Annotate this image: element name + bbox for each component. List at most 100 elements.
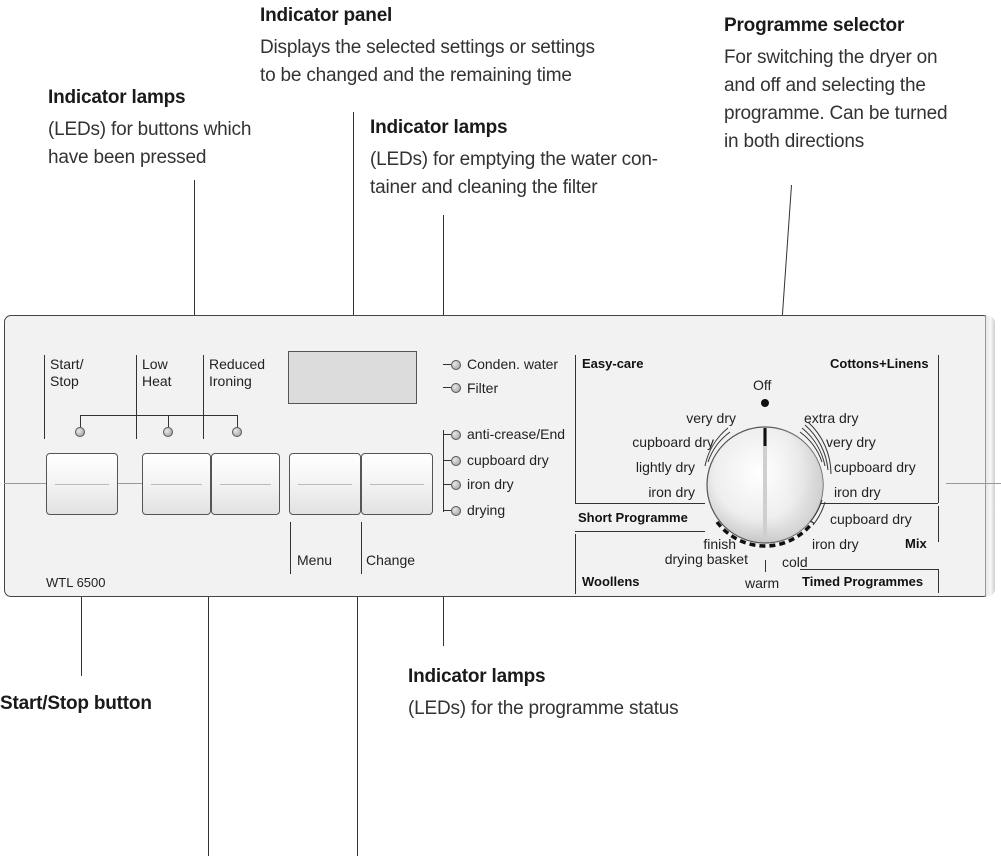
woollens-option-finish: finish <box>703 536 736 552</box>
status-led-tick-4 <box>443 510 451 511</box>
right-option-iron-dry: iron dry <box>834 484 881 500</box>
timed-option-cold: cold <box>782 554 808 570</box>
anti-crease-end-label: anti-crease/End <box>467 426 566 442</box>
menu-button[interactable] <box>289 453 361 515</box>
indicator-lamps-water-title: Indicator lamps <box>370 117 508 138</box>
leader-line-lamps-buttons <box>194 180 195 388</box>
status-led-tick-2 <box>443 460 451 461</box>
programme-selector-description-4: in both directions <box>724 131 865 152</box>
filter-label: Filter <box>467 380 499 396</box>
filter-led <box>451 383 461 393</box>
separator-menu <box>290 522 291 574</box>
conden-water-label: Conden. water <box>467 356 559 372</box>
button-rail-left <box>4 483 46 484</box>
iron-dry-led <box>451 480 461 490</box>
right-option-cupboard-dry: cupboard dry <box>834 459 916 475</box>
mix-option-cupboard-dry: cupboard dry <box>830 511 912 527</box>
low-heat-label-1: Low <box>142 356 168 372</box>
right-option-very-dry: very dry <box>826 434 876 450</box>
start-stop-label-2: Stop <box>50 373 79 389</box>
drying-led <box>451 506 461 516</box>
selector-right-divider <box>815 503 938 504</box>
indicator-lamps-buttons-description-2: have been pressed <box>48 147 207 168</box>
start-stop-button[interactable] <box>46 453 118 515</box>
indicator-lamps-water-description-2: tainer and cleaning the filter <box>370 177 598 198</box>
short-programme-label: Short Programme <box>578 510 688 525</box>
low-heat-button[interactable] <box>142 453 211 515</box>
mix-option-iron-dry: iron dry <box>812 536 859 552</box>
status-led-bracket <box>443 430 444 512</box>
warm-tick <box>765 560 766 572</box>
indicator-lamps-buttons-description-1: (LEDs) for buttons which <box>48 119 252 140</box>
selector-right-border-top <box>938 355 939 503</box>
indicator-lamps-water-description-1: (LEDs) for emptying the water con- <box>370 149 658 170</box>
drying-label: drying <box>467 502 506 518</box>
reduced-ironing-led <box>232 427 242 437</box>
separator-low-heat <box>136 355 137 439</box>
start-stop-led <box>75 427 85 437</box>
menu-label: Menu <box>297 552 333 568</box>
woollens-option-drying-basket: drying basket <box>664 551 748 567</box>
separator-reduced-ironing <box>203 355 204 439</box>
led-connector-bar <box>80 415 237 416</box>
model-number: WTL 6500 <box>46 575 106 590</box>
button-rail-right <box>946 483 1001 484</box>
status-led-tick-1 <box>443 434 451 435</box>
right-option-extra-dry: extra dry <box>804 410 859 426</box>
low-heat-label-2: Heat <box>142 373 172 389</box>
selector-right-border-bottom <box>938 506 939 542</box>
left-option-iron-dry: iron dry <box>648 484 695 500</box>
selector-left-divider <box>575 503 705 504</box>
indicator-panel-description-1: Displays the selected settings or settin… <box>260 37 595 58</box>
led-drop-2 <box>168 415 169 427</box>
indicator-panel-title: Indicator panel <box>260 5 393 26</box>
panel-edge <box>985 316 995 596</box>
off-indicator-dot <box>761 399 769 407</box>
leader-line-low-heat-ironing-buttons <box>208 518 209 856</box>
reduced-ironing-label-2: Ironing <box>209 373 252 389</box>
timed-option-warm: warm <box>745 575 780 591</box>
woollens-label: Woollens <box>582 574 640 589</box>
leader-line-menu-change-buttons <box>357 518 358 856</box>
status-led-tick-3 <box>443 484 451 485</box>
timed-programmes-overline <box>800 569 938 570</box>
reduced-ironing-label-1: Reduced <box>209 356 266 372</box>
change-label: Change <box>366 552 416 568</box>
leader-line-indicator-panel <box>353 112 354 350</box>
indicator-panel-description-2: to be changed and the remaining time <box>260 65 572 86</box>
start-stop-button-title: Start/Stop button <box>0 693 152 714</box>
timed-programmes-label: Timed Programmes <box>802 574 924 589</box>
selector-left-border-bottom <box>575 534 576 594</box>
conden-water-led <box>451 360 461 370</box>
left-option-cupboard-dry: cupboard dry <box>632 434 714 450</box>
anti-crease-end-led <box>451 430 461 440</box>
selector-right-border-timed <box>938 569 939 593</box>
programme-selector-description-2: and off and selecting the <box>724 75 926 96</box>
led-drop-1 <box>80 415 81 427</box>
start-stop-label-1: Start/ <box>50 356 84 372</box>
left-option-very-dry: very dry <box>686 410 736 426</box>
indicator-lamps-buttons-title: Indicator lamps <box>48 87 186 108</box>
left-option-lightly-dry: lightly dry <box>635 459 695 475</box>
button-rail-mid <box>118 483 142 484</box>
change-button[interactable] <box>361 453 433 515</box>
iron-dry-status-label: iron dry <box>467 476 514 492</box>
easy-care-label: Easy-care <box>582 356 644 371</box>
low-heat-led <box>163 427 173 437</box>
programme-selector-dial[interactable] <box>690 410 840 560</box>
separator-start-stop <box>44 355 45 439</box>
off-label: Off <box>753 377 772 393</box>
cupboard-dry-led <box>451 456 461 466</box>
reduced-ironing-button[interactable] <box>211 453 280 515</box>
led-drop-3 <box>237 415 238 427</box>
programme-selector-description-1: For switching the dryer on <box>724 47 938 68</box>
leader-line-lamps-water <box>443 215 444 391</box>
programme-selector-description-3: programme. Can be turned <box>724 103 948 124</box>
short-programme-underline <box>575 531 705 532</box>
cottons-linens-label: Cottons+Linens <box>830 356 929 371</box>
indicator-lamps-status-description: (LEDs) for the programme status <box>408 698 679 719</box>
mix-label: Mix <box>905 536 927 551</box>
separator-change <box>361 522 362 574</box>
service-led-tick-1 <box>443 364 451 365</box>
indicator-lamps-status-title: Indicator lamps <box>408 666 546 687</box>
